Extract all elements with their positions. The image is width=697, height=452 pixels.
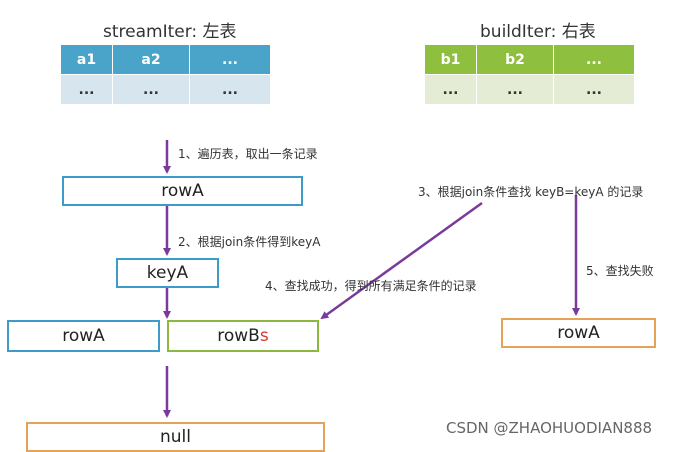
watermark: CSDN @ZHAOHUODIAN888 [446, 419, 653, 437]
rowA-box-right: rowA [501, 318, 656, 348]
build-header-more: ... [553, 44, 635, 75]
stream-header-a2: a2 [112, 44, 190, 75]
rowA-box-top: rowA [62, 176, 303, 206]
build-table-title: buildIter: 右表 [480, 22, 596, 42]
step3-note: 3、根据join条件查找 keyB=keyA 的记录 [418, 185, 644, 199]
step2-note: 2、根据join条件得到keyA [178, 235, 321, 249]
step5-note: 5、查找失败 [586, 264, 654, 278]
null-box: null [26, 422, 325, 452]
stream-cell: ... [112, 74, 190, 105]
step1-note: 1、遍历表，取出一条记录 [178, 147, 318, 161]
stream-header-more: ... [189, 44, 271, 75]
rowBs-suffix: s [259, 326, 269, 346]
build-table: b1 b2 ... ... ... ... [424, 44, 635, 105]
step4-note: 4、查找成功，得到所有满足条件的记录 [265, 279, 477, 293]
stream-cell: ... [189, 74, 271, 105]
stream-cell: ... [60, 74, 113, 105]
build-cell: ... [553, 74, 635, 105]
rowBs-label: rowB [217, 326, 260, 346]
stream-header-a1: a1 [60, 44, 113, 75]
arrow-step3 [320, 201, 483, 320]
rowA-box-left: rowA [7, 320, 160, 352]
stream-table-title: streamIter: 左表 [103, 22, 237, 42]
build-cell: ... [476, 74, 554, 105]
keyA-box: keyA [116, 258, 219, 288]
build-cell: ... [424, 74, 477, 105]
build-header-b1: b1 [424, 44, 477, 75]
stream-table: a1 a2 ... ... ... ... [60, 44, 271, 105]
